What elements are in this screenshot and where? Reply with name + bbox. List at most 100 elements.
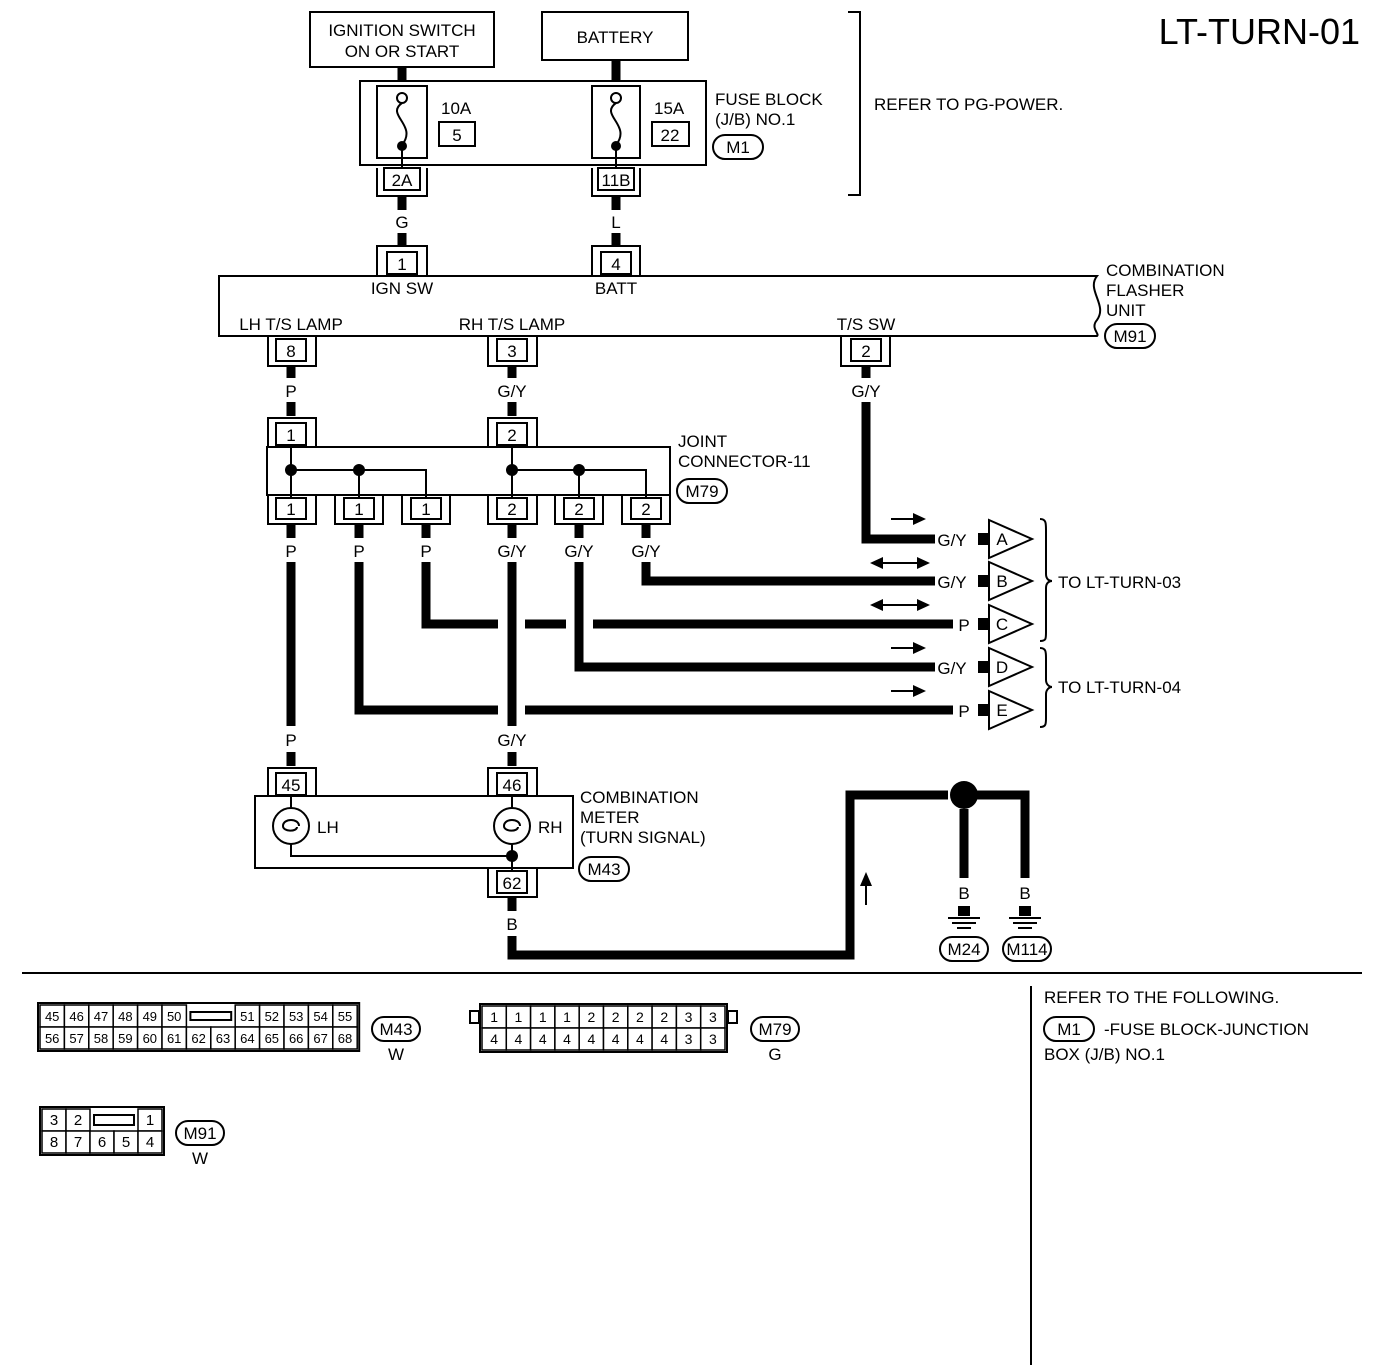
m43-pin: 58 — [94, 1031, 108, 1046]
refer-following-heading: REFER TO THE FOLLOWING. — [1044, 988, 1279, 1007]
flasher-pin2-num: 2 — [861, 342, 870, 361]
fuse-block-connector-tag — [712, 134, 764, 160]
meter-pin45-box — [275, 772, 307, 796]
joint-bottom-pin-4 — [487, 495, 538, 525]
m79-pin: 2 — [612, 1009, 620, 1025]
joint-wire-color-5: G/Y — [564, 542, 593, 561]
meter-pin62-num: 62 — [503, 874, 522, 893]
flasher-pin4-bracket — [591, 245, 641, 276]
flasher-pin3-bracket — [487, 336, 538, 367]
batt-wire-color: L — [611, 213, 620, 232]
ground-m114-color: B — [1019, 884, 1030, 903]
m43-pin: 47 — [94, 1009, 108, 1024]
flasher-title-line2: FLASHER — [1106, 281, 1184, 300]
joint-title-line1: JOINT — [678, 432, 727, 451]
m43-pin: 65 — [265, 1031, 279, 1046]
flasher-pin4-num: 4 — [611, 255, 620, 274]
ground-m24-icon — [948, 906, 980, 929]
refer-line1: -FUSE BLOCK-JUNCTION — [1104, 1020, 1309, 1039]
m79-pin: 4 — [515, 1031, 523, 1047]
joint-bottom-pin-6-num: 2 — [641, 500, 650, 519]
flasher-unit-box — [218, 275, 1102, 337]
ground-run-wire — [507, 790, 948, 960]
joint-wire-color-4: G/Y — [497, 542, 526, 561]
output-d-terminal — [978, 661, 988, 673]
output-b-letter: B — [996, 572, 1007, 591]
lh-wire-color: P — [285, 382, 296, 401]
m79-pin: 4 — [612, 1031, 620, 1047]
m79-pin: 3 — [709, 1009, 717, 1025]
meter-pin62-box — [496, 870, 528, 894]
meter-pin46-bracket — [487, 767, 538, 796]
flasher-pin4-box — [600, 251, 632, 275]
output-b-color: G/Y — [937, 573, 966, 592]
output-c-terminal — [978, 618, 988, 630]
joint-bottom-pin-3 — [401, 495, 451, 525]
arrow-a-icon — [891, 513, 926, 525]
flasher-pin1-bracket — [376, 245, 428, 276]
m43-pin: 56 — [45, 1031, 59, 1046]
m91-pin: 7 — [74, 1134, 82, 1151]
m43-pin: 63 — [216, 1031, 230, 1046]
m43-pin: 61 — [167, 1031, 181, 1046]
flasher-pin8-box — [275, 338, 307, 362]
lh-bulb-icon — [272, 796, 512, 857]
joint-wire-color-3: P — [420, 542, 431, 561]
battery-label: BATTERY — [577, 28, 654, 47]
ground-m24-tag — [939, 936, 989, 962]
wire-to-e-seg1 — [354, 562, 498, 715]
joint-top-pin1-bracket — [267, 417, 317, 447]
m43-pin: 60 — [143, 1031, 157, 1046]
m43-pin: 52 — [265, 1009, 279, 1024]
joint-bottom-pin-1-num: 1 — [286, 500, 295, 519]
ref-lt-turn-04: TO LT-TURN-04 — [1058, 678, 1181, 697]
ignition-label-line1: IGNITION SWITCH — [328, 21, 475, 40]
fuse-left — [376, 85, 428, 170]
meter-ground-color: B — [506, 915, 517, 934]
fuse-block-brace — [848, 11, 861, 196]
meter-title-line2: METER — [580, 808, 640, 827]
lh-meter-wire-color: P — [285, 731, 296, 750]
joint-wire-color-2: P — [353, 542, 364, 561]
m91-pin: 1 — [146, 1112, 154, 1129]
output-e-color: P — [958, 702, 969, 721]
wire-to-d — [574, 562, 935, 672]
rh-meter-wire-color: G/Y — [497, 731, 526, 750]
m79-view-color: G — [768, 1045, 781, 1064]
meter-pin45-bracket — [267, 767, 317, 796]
rh-bulb-icon — [493, 796, 531, 870]
joint-internal-bus — [285, 447, 647, 497]
ground-m114-icon — [1009, 906, 1041, 929]
m91-pin: 4 — [146, 1134, 154, 1151]
flasher-pin3-num: 3 — [507, 342, 516, 361]
output-d-color: G/Y — [937, 659, 966, 678]
m91-pin: 6 — [98, 1134, 106, 1151]
flasher-pin2-label: T/S SW — [837, 315, 896, 334]
joint-connector-label: M79 — [685, 482, 718, 501]
fuse-right-rating: 15A — [654, 99, 685, 118]
joint-top-pin2-num: 2 — [507, 426, 516, 445]
ground-direction-arrow-icon — [860, 872, 872, 905]
joint-top-pin1-box — [275, 422, 307, 446]
output-e-letter: E — [996, 701, 1007, 720]
joint-bottom-pin-6 — [621, 495, 671, 525]
arrow-e-icon — [891, 685, 926, 697]
output-e-flag — [988, 689, 1035, 731]
meter-title-line1: COMBINATION — [580, 788, 699, 807]
m43-pin: 62 — [191, 1031, 205, 1046]
ground-m24-label: M24 — [947, 940, 980, 959]
joint-connector-tag — [676, 478, 728, 504]
m43-pin: 45 — [45, 1009, 59, 1024]
output-b-terminal — [978, 575, 988, 587]
m79-pin: 3 — [685, 1031, 693, 1047]
rh-wire-color: G/Y — [497, 382, 526, 401]
fuse-left-number-box — [438, 121, 476, 147]
fuse-block-title-line2: (J/B) NO.1 — [715, 110, 795, 129]
lh-bulb-label: LH — [317, 818, 339, 837]
m43-pin: 46 — [69, 1009, 83, 1024]
ts-wire-color: G/Y — [851, 382, 880, 401]
m91-pin: 2 — [74, 1112, 82, 1129]
terminal-11b-box — [597, 167, 635, 191]
